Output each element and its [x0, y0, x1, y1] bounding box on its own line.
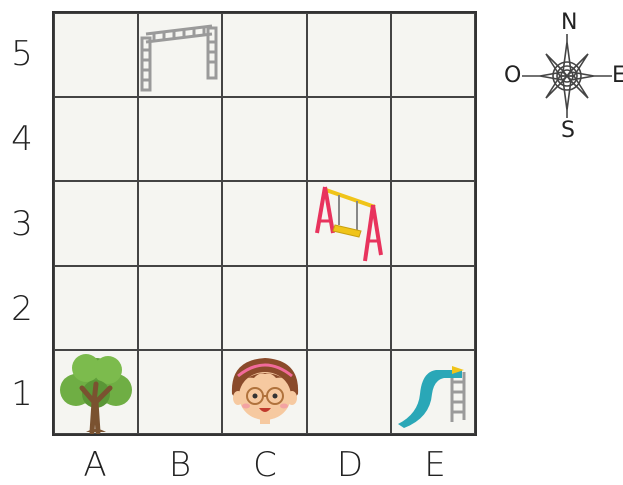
cell-A3 [54, 181, 138, 265]
cell-C2 [222, 266, 306, 350]
cell-D5 [307, 13, 391, 97]
compass-west-label: O [504, 65, 521, 87]
cell-C5 [222, 13, 306, 97]
col-label-D: D [330, 448, 370, 482]
cell-E5 [391, 13, 475, 97]
cell-C4 [222, 97, 306, 181]
cell-D2 [307, 266, 391, 350]
cell-D4 [307, 97, 391, 181]
swing-icon [313, 183, 385, 265]
row-label-2: 2 [8, 292, 36, 326]
col-label-E: E [415, 448, 455, 482]
cell-C3 [222, 181, 306, 265]
cell-B1 [138, 350, 222, 434]
cell-B4 [138, 97, 222, 181]
cell-A4 [54, 97, 138, 181]
col-label-A: A [75, 448, 115, 482]
monkey-bars-icon [140, 24, 220, 94]
girl-face-icon [226, 354, 304, 426]
cell-E4 [391, 97, 475, 181]
cell-B3 [138, 181, 222, 265]
compass-north-label: N [561, 12, 577, 34]
cell-B2 [138, 266, 222, 350]
cell-A2 [54, 266, 138, 350]
row-label-5: 5 [8, 37, 36, 71]
compass-rose: N E S O [500, 10, 623, 140]
row-label-4: 4 [8, 122, 36, 156]
compass-south-label: S [561, 120, 575, 142]
compass-east-label: E [612, 65, 623, 87]
cell-E2 [391, 266, 475, 350]
col-label-C: C [245, 448, 285, 482]
cell-A5 [54, 13, 138, 97]
slide-icon [396, 362, 472, 432]
cell-D1 [307, 350, 391, 434]
row-label-1: 1 [8, 377, 36, 411]
compass-star-icon [522, 34, 612, 118]
cell-E3 [391, 181, 475, 265]
row-label-3: 3 [8, 207, 36, 241]
col-label-B: B [160, 448, 200, 482]
tree-icon [56, 352, 136, 434]
